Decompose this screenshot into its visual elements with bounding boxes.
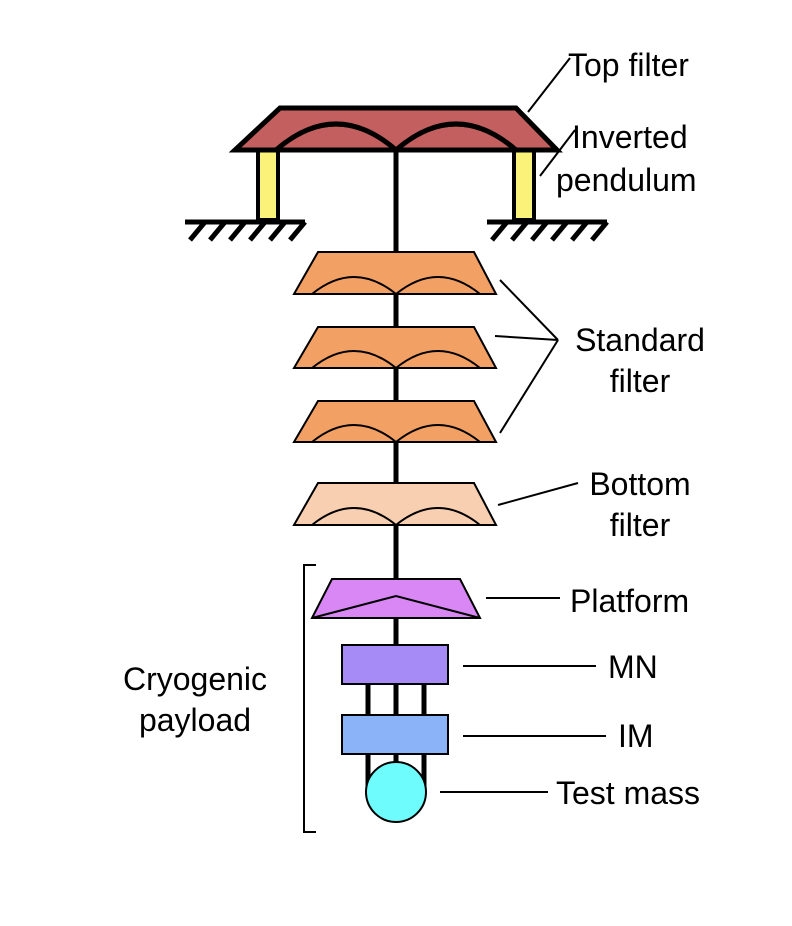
- bottom-filter-label-line1: Bottom: [589, 466, 691, 502]
- test-mass-circle: [365, 761, 427, 823]
- inverted-pendulum-leg-right: [512, 148, 536, 222]
- im-label: IM: [618, 718, 654, 754]
- bottom-filter-label-line2: filter: [609, 507, 671, 543]
- leader-lines: [440, 57, 606, 793]
- im-box: [341, 714, 449, 755]
- standard-filter-3: [292, 400, 498, 444]
- inverted-pendulum-label-line1: Inverted: [572, 119, 688, 155]
- ground-right: [487, 219, 609, 242]
- top-filter-blades: [274, 121, 518, 154]
- top-filter-label: Top filter: [568, 47, 689, 83]
- inverted-pendulum-label-line2: pendulum: [556, 162, 697, 198]
- cryogenic-payload-label-line1: Cryogenic: [122, 661, 268, 697]
- platform-label: Platform: [570, 583, 690, 619]
- test-mass-label: Test mass: [556, 775, 701, 811]
- mn-box: [341, 644, 449, 685]
- platform: [310, 578, 482, 619]
- ground-left: [185, 219, 307, 242]
- cryogenic-payload-bracket: [303, 564, 316, 833]
- standard-filter-1: [292, 251, 498, 296]
- top-filter-body: [228, 105, 563, 153]
- standard-filter-label-line1: Standard: [575, 322, 705, 358]
- cryogenic-payload-label-line2: payload: [138, 702, 252, 738]
- mn-label: MN: [608, 649, 658, 685]
- inverted-pendulum-leg-left: [256, 148, 280, 222]
- standard-filter-label-line2: filter: [609, 363, 671, 399]
- bottom-filter: [292, 482, 498, 527]
- standard-filter-2: [292, 326, 498, 370]
